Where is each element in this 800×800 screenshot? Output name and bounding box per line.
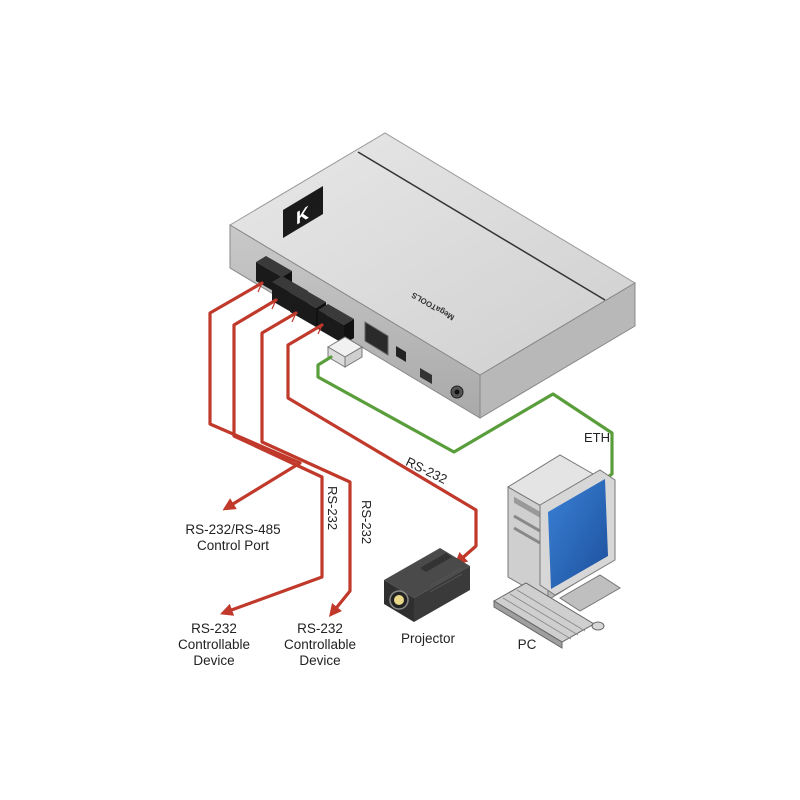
keyboard-icon <box>493 582 605 649</box>
device-1-line-3: Device <box>193 653 235 668</box>
brand-logo: K <box>283 186 323 238</box>
device-2-line-3: Device <box>299 653 341 668</box>
control-port-line-1: RS-232/RS-485 <box>185 522 281 537</box>
control-port-line-2: Control Port <box>196 538 270 553</box>
megatools-device: K MegaTOOLS <box>229 132 636 419</box>
projector-icon <box>384 548 470 622</box>
eth-label: ETH <box>584 430 610 445</box>
eth-cable <box>316 355 614 486</box>
device-2-label: RS-232 Controllable Device <box>270 621 370 669</box>
cable-projector <box>286 323 478 566</box>
device-1-line-1: RS-232 <box>191 621 237 636</box>
cable-device-2 <box>260 311 352 617</box>
rs232-vertical-label-1: RS-232 <box>325 486 340 531</box>
rs232-vertical-label-2: RS-232 <box>359 500 374 545</box>
dc-jack <box>450 385 464 399</box>
cable-control-port <box>208 281 302 511</box>
device-1-label: RS-232 Controllable Device <box>164 621 264 669</box>
ethernet-port <box>364 321 389 356</box>
cable-device-1 <box>219 298 324 616</box>
pc-label: PC <box>517 637 537 652</box>
usb-port <box>396 346 406 362</box>
brand-mark: K <box>296 202 309 230</box>
rs232-cables <box>208 281 478 617</box>
projector-label: Projector <box>400 631 456 646</box>
control-port-label: RS-232/RS-485 Control Port <box>158 522 308 554</box>
monitor-icon <box>539 469 621 612</box>
device-2-line-1: RS-232 <box>297 621 343 636</box>
dip-switch <box>420 368 432 384</box>
device-1-line-2: Controllable <box>177 637 251 652</box>
eth-plug <box>327 336 363 368</box>
device-2-line-2: Controllable <box>283 637 357 652</box>
